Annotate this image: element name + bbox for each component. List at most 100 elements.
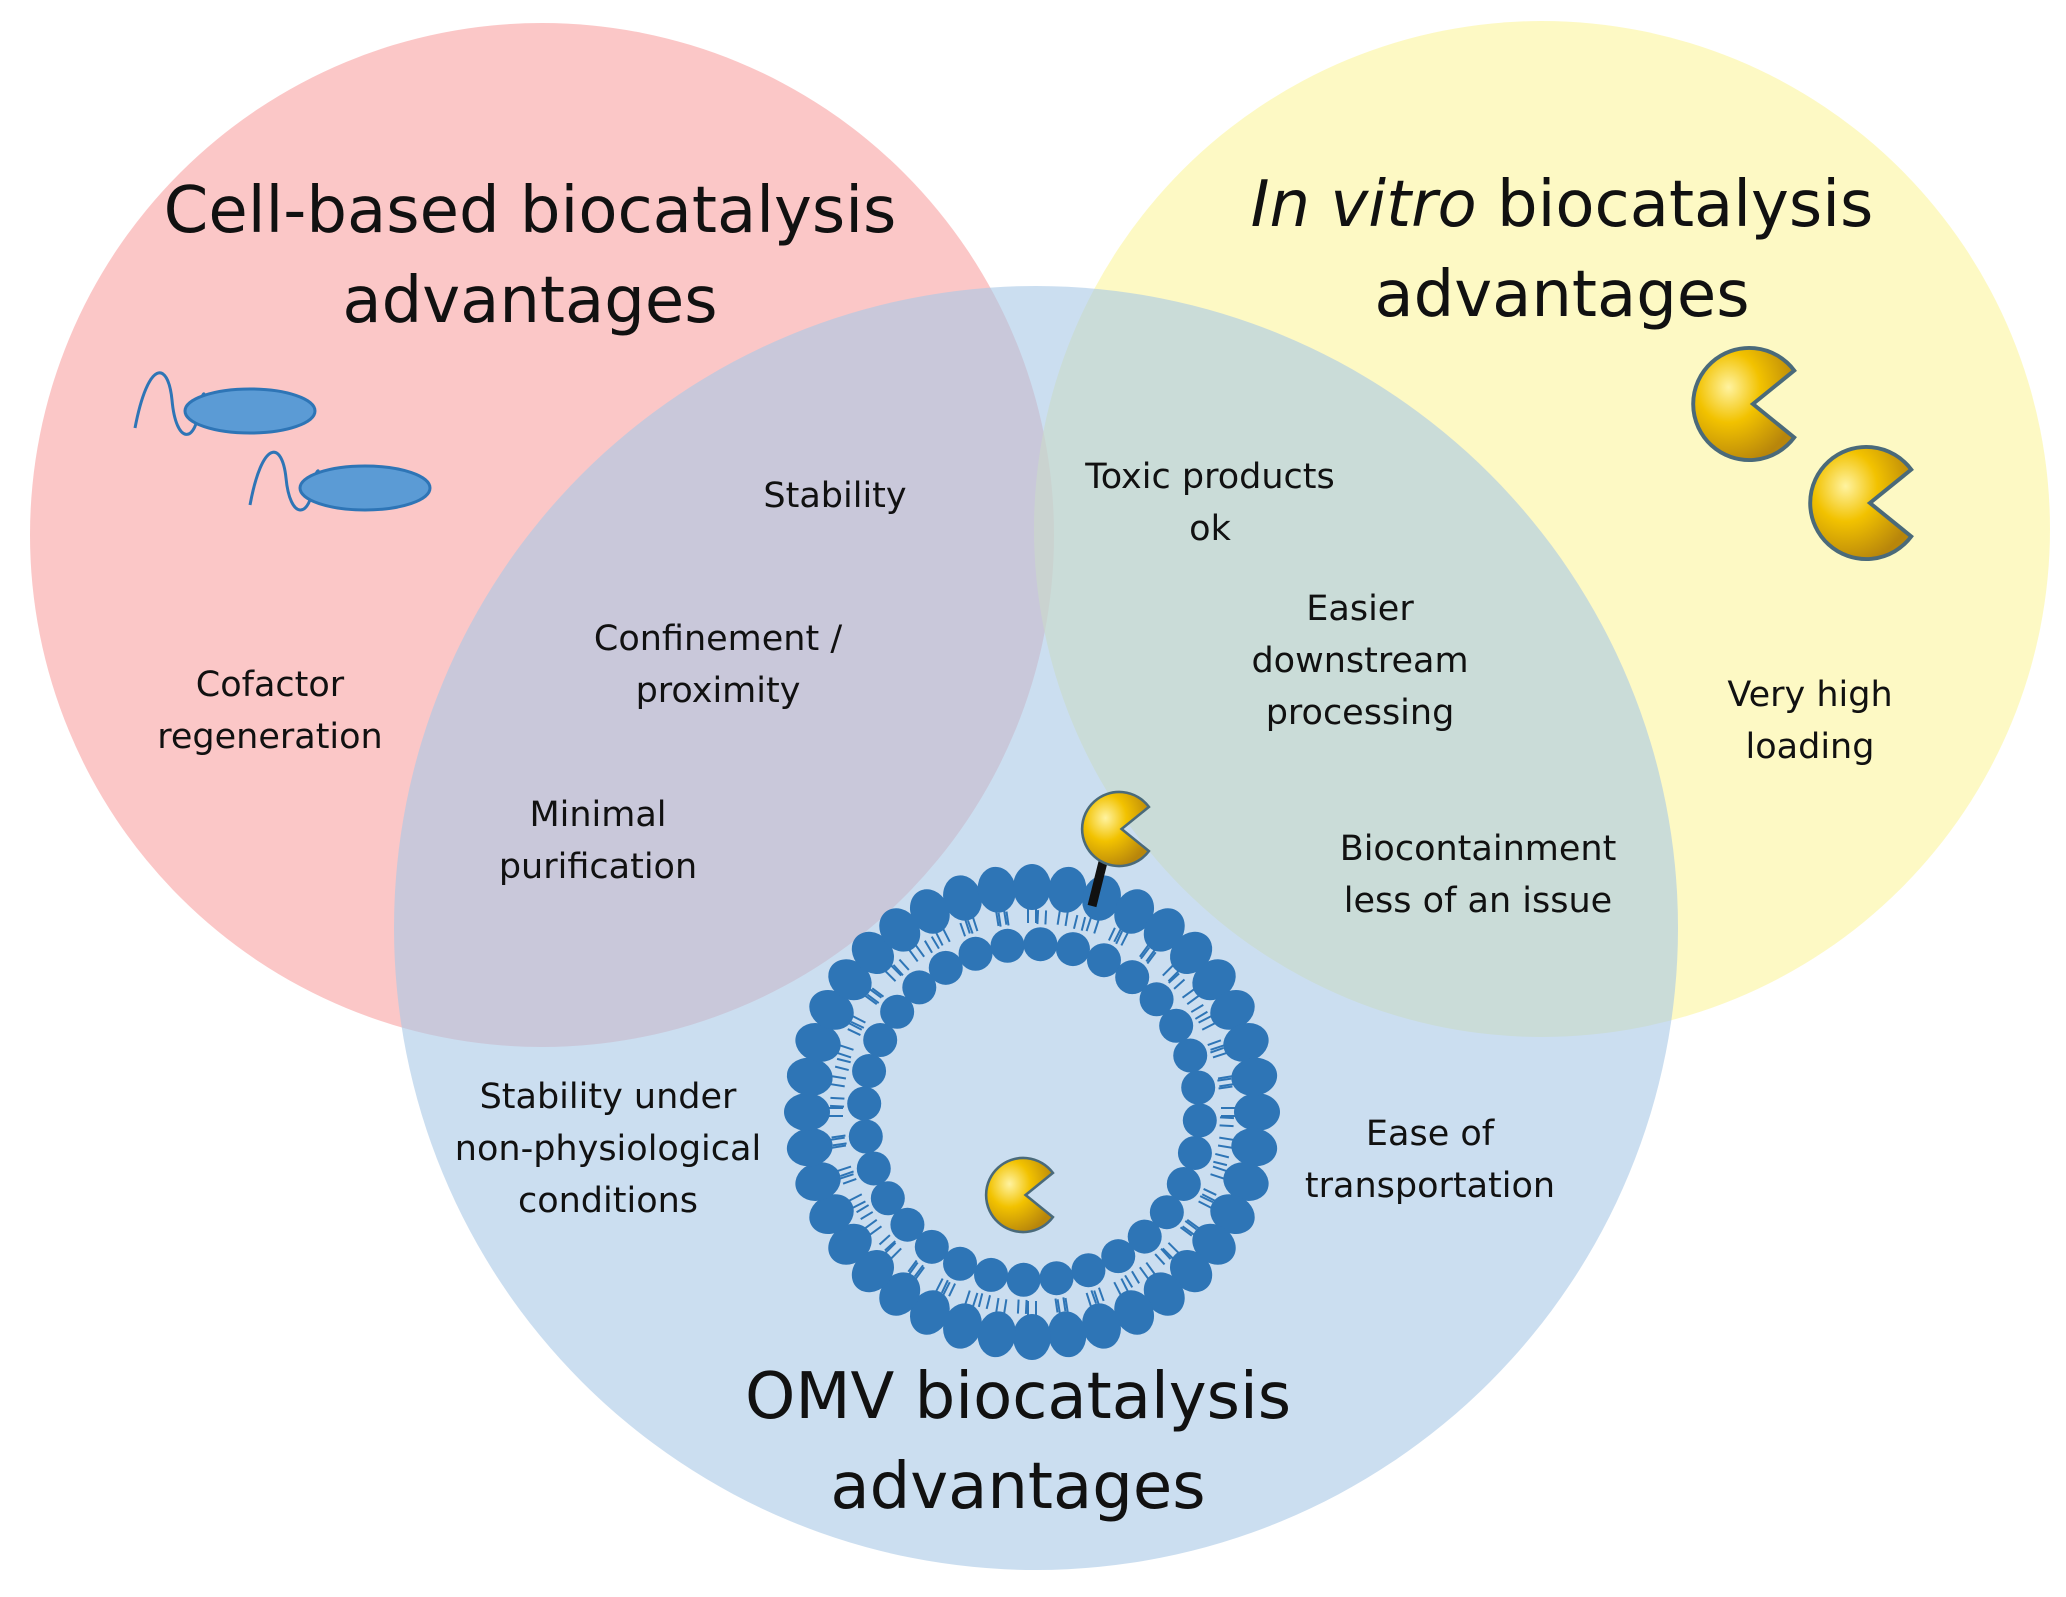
lipid-tail: [1190, 1004, 1204, 1013]
lipid-tail: [852, 1015, 866, 1024]
lipid-tail: [837, 1165, 852, 1172]
lipid-tail: [1198, 1015, 1212, 1024]
label-line: processing: [1266, 693, 1455, 733]
lipid-head: [1170, 931, 1213, 974]
lipid-tail: [915, 1266, 925, 1280]
bacterium-icon: [133, 371, 317, 436]
label-line: Cofactor: [196, 665, 345, 705]
lipid-head: [1013, 1314, 1051, 1360]
lipid-tail: [1056, 1299, 1061, 1314]
label-line: transportation: [1305, 1166, 1555, 1206]
lipid-tail: [1146, 951, 1157, 965]
lipid-head: [809, 989, 854, 1030]
lipid-head: [902, 970, 937, 1005]
lipid-tail: [898, 958, 910, 971]
lipid-tail: [1162, 1247, 1174, 1260]
lipid-tail: [1139, 1266, 1149, 1280]
lipid-head: [1039, 1261, 1074, 1296]
lipid-tail: [1212, 1052, 1227, 1059]
lipid-head: [852, 1054, 887, 1089]
lipid-tail: [884, 1242, 897, 1254]
lipid-head: [890, 1207, 925, 1242]
lipid-tail: [1085, 1292, 1092, 1307]
lipid-head: [847, 1086, 882, 1121]
label-stability: Stability: [763, 476, 906, 516]
lipid-tail: [959, 922, 967, 937]
lipid-head: [974, 1257, 1009, 1292]
in-vitro-title-line1: In vitro biocatalysis: [1251, 168, 1874, 242]
lipid-tail: [1201, 1022, 1216, 1031]
lipid-tail: [1044, 910, 1048, 925]
lipid-head: [1192, 959, 1236, 1001]
lipid-head: [943, 1303, 982, 1349]
lipid-head: [1223, 1023, 1269, 1062]
lipid-tail: [884, 1240, 896, 1252]
lipid-head: [1231, 1057, 1278, 1096]
lipid-head: [828, 959, 872, 1001]
lipid-tail: [864, 995, 878, 1005]
lipid-head: [1055, 932, 1090, 967]
lipid-head: [958, 936, 993, 971]
label-stability-non-physiological: Stability under non-physiological condit…: [455, 1077, 761, 1221]
lipid-tail: [908, 1261, 919, 1275]
lipid-tail: [890, 964, 902, 977]
lipid-head: [977, 1311, 1016, 1358]
lipid-tail: [1097, 1287, 1105, 1302]
lipid-head: [1149, 1195, 1184, 1230]
lipid-tail: [935, 932, 944, 946]
lipid-tail: [847, 1028, 861, 1036]
lipid-tail: [1199, 1195, 1214, 1204]
lipid-tail: [831, 1134, 846, 1139]
label-line: ok: [1189, 509, 1231, 549]
lipid-tail: [1113, 928, 1122, 943]
lipid-head: [848, 1119, 883, 1154]
lipid-head: [809, 1194, 854, 1235]
lipid-tail: [848, 1193, 863, 1202]
label-line: regeneration: [157, 717, 383, 757]
omv-title-line1: OMV biocatalysis: [745, 1360, 1291, 1434]
lipid-tail: [1072, 914, 1079, 929]
lipid-head: [1182, 1103, 1217, 1138]
lipid-head: [786, 1057, 833, 1096]
lipid-tail: [1016, 1299, 1020, 1314]
lipid-tail: [830, 1104, 845, 1108]
lipid-tail: [907, 1259, 918, 1273]
cell-based-title-line2: advantages: [342, 264, 717, 338]
lipid-tail: [1219, 1083, 1234, 1088]
lipid-head: [1173, 1038, 1208, 1073]
lipid-tail: [1145, 949, 1156, 963]
lipid-tail: [1167, 970, 1180, 982]
lipid-tail: [892, 964, 904, 976]
lipid-tail: [908, 949, 919, 963]
omv-title: OMV biocatalysis advantages: [745, 1360, 1291, 1524]
label-line: Minimal: [529, 795, 666, 835]
lipid-tail: [1217, 1075, 1233, 1080]
lipid-tail: [1124, 1274, 1134, 1288]
lipid-head: [828, 1223, 872, 1265]
label-line: downstream: [1251, 641, 1468, 681]
lipid-tail: [1210, 1044, 1225, 1051]
lipid-tail: [832, 1142, 847, 1147]
label-line: Ease of: [1366, 1114, 1495, 1154]
lipid-tail: [1080, 916, 1087, 931]
label-line: proximity: [636, 671, 801, 711]
lipid-tail: [1108, 927, 1116, 941]
label-line: Easier: [1306, 589, 1414, 629]
lipid-tail: [1062, 1297, 1067, 1312]
lipid-head: [851, 931, 894, 974]
lipid-tail: [1093, 1290, 1100, 1305]
lipid-tail: [831, 1075, 847, 1080]
label-line: Biocontainment: [1340, 829, 1617, 869]
lipid-head: [870, 1181, 905, 1216]
lipid-tail: [1090, 1290, 1098, 1304]
lipid-tail: [1210, 1173, 1225, 1180]
lipid-tail: [856, 1204, 870, 1214]
lipid-head: [1166, 1166, 1201, 1201]
lipid-tail: [1210, 1046, 1224, 1054]
lipid-tail: [848, 1022, 863, 1031]
label-line: purification: [499, 847, 697, 887]
lipid-head: [1086, 943, 1121, 978]
lipid-tail: [1217, 1144, 1233, 1149]
lipid-head: [1192, 1223, 1236, 1265]
lipid-tail: [1064, 911, 1069, 927]
